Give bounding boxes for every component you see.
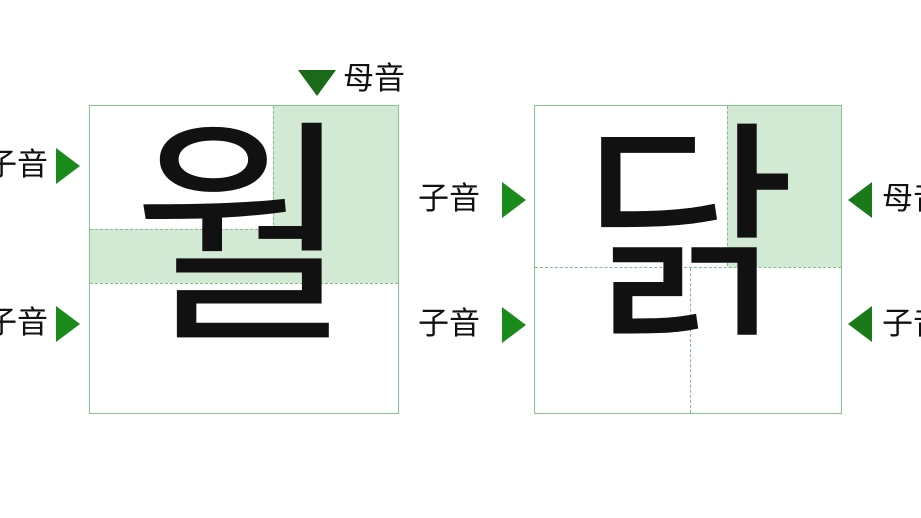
- left-vowel-label: 母音: [343, 61, 405, 97]
- left-syllable-glyph: 월: [132, 98, 353, 378]
- left-dashed-horizontal-mid: [90, 283, 398, 284]
- right-final-arrow: [848, 306, 872, 342]
- right-dashed-horizontal: [535, 267, 841, 268]
- right-dashed-vertical-top: [727, 106, 728, 266]
- left-vowel-shade-band: [90, 229, 398, 283]
- left-vowel-arrow: [298, 70, 336, 96]
- right-consonant-label-1: 子音: [418, 181, 480, 217]
- left-consonant-arrow-1: [56, 148, 80, 184]
- right-consonant-arrow-2: [502, 307, 526, 343]
- right-syllable-glyph: 닭: [580, 101, 797, 374]
- right-vowel-shade: [727, 106, 841, 267]
- left-dashed-horizontal-top: [90, 229, 273, 230]
- right-dashed-vertical-bottom: [690, 268, 691, 413]
- right-consonant-arrow-1: [502, 182, 526, 218]
- left-vowel-shade-top: [273, 106, 398, 231]
- left-consonant-label-2: 子音: [0, 305, 48, 341]
- left-consonant-arrow-2: [56, 306, 80, 342]
- right-vowel-arrow: [848, 182, 872, 218]
- right-consonant-label-2: 子音: [418, 306, 480, 342]
- left-consonant-label-1: 子音: [0, 147, 48, 183]
- left-dashed-vertical: [273, 106, 274, 230]
- right-vowel-label: 母音: [882, 181, 921, 217]
- right-final-label: 子音: [882, 306, 921, 342]
